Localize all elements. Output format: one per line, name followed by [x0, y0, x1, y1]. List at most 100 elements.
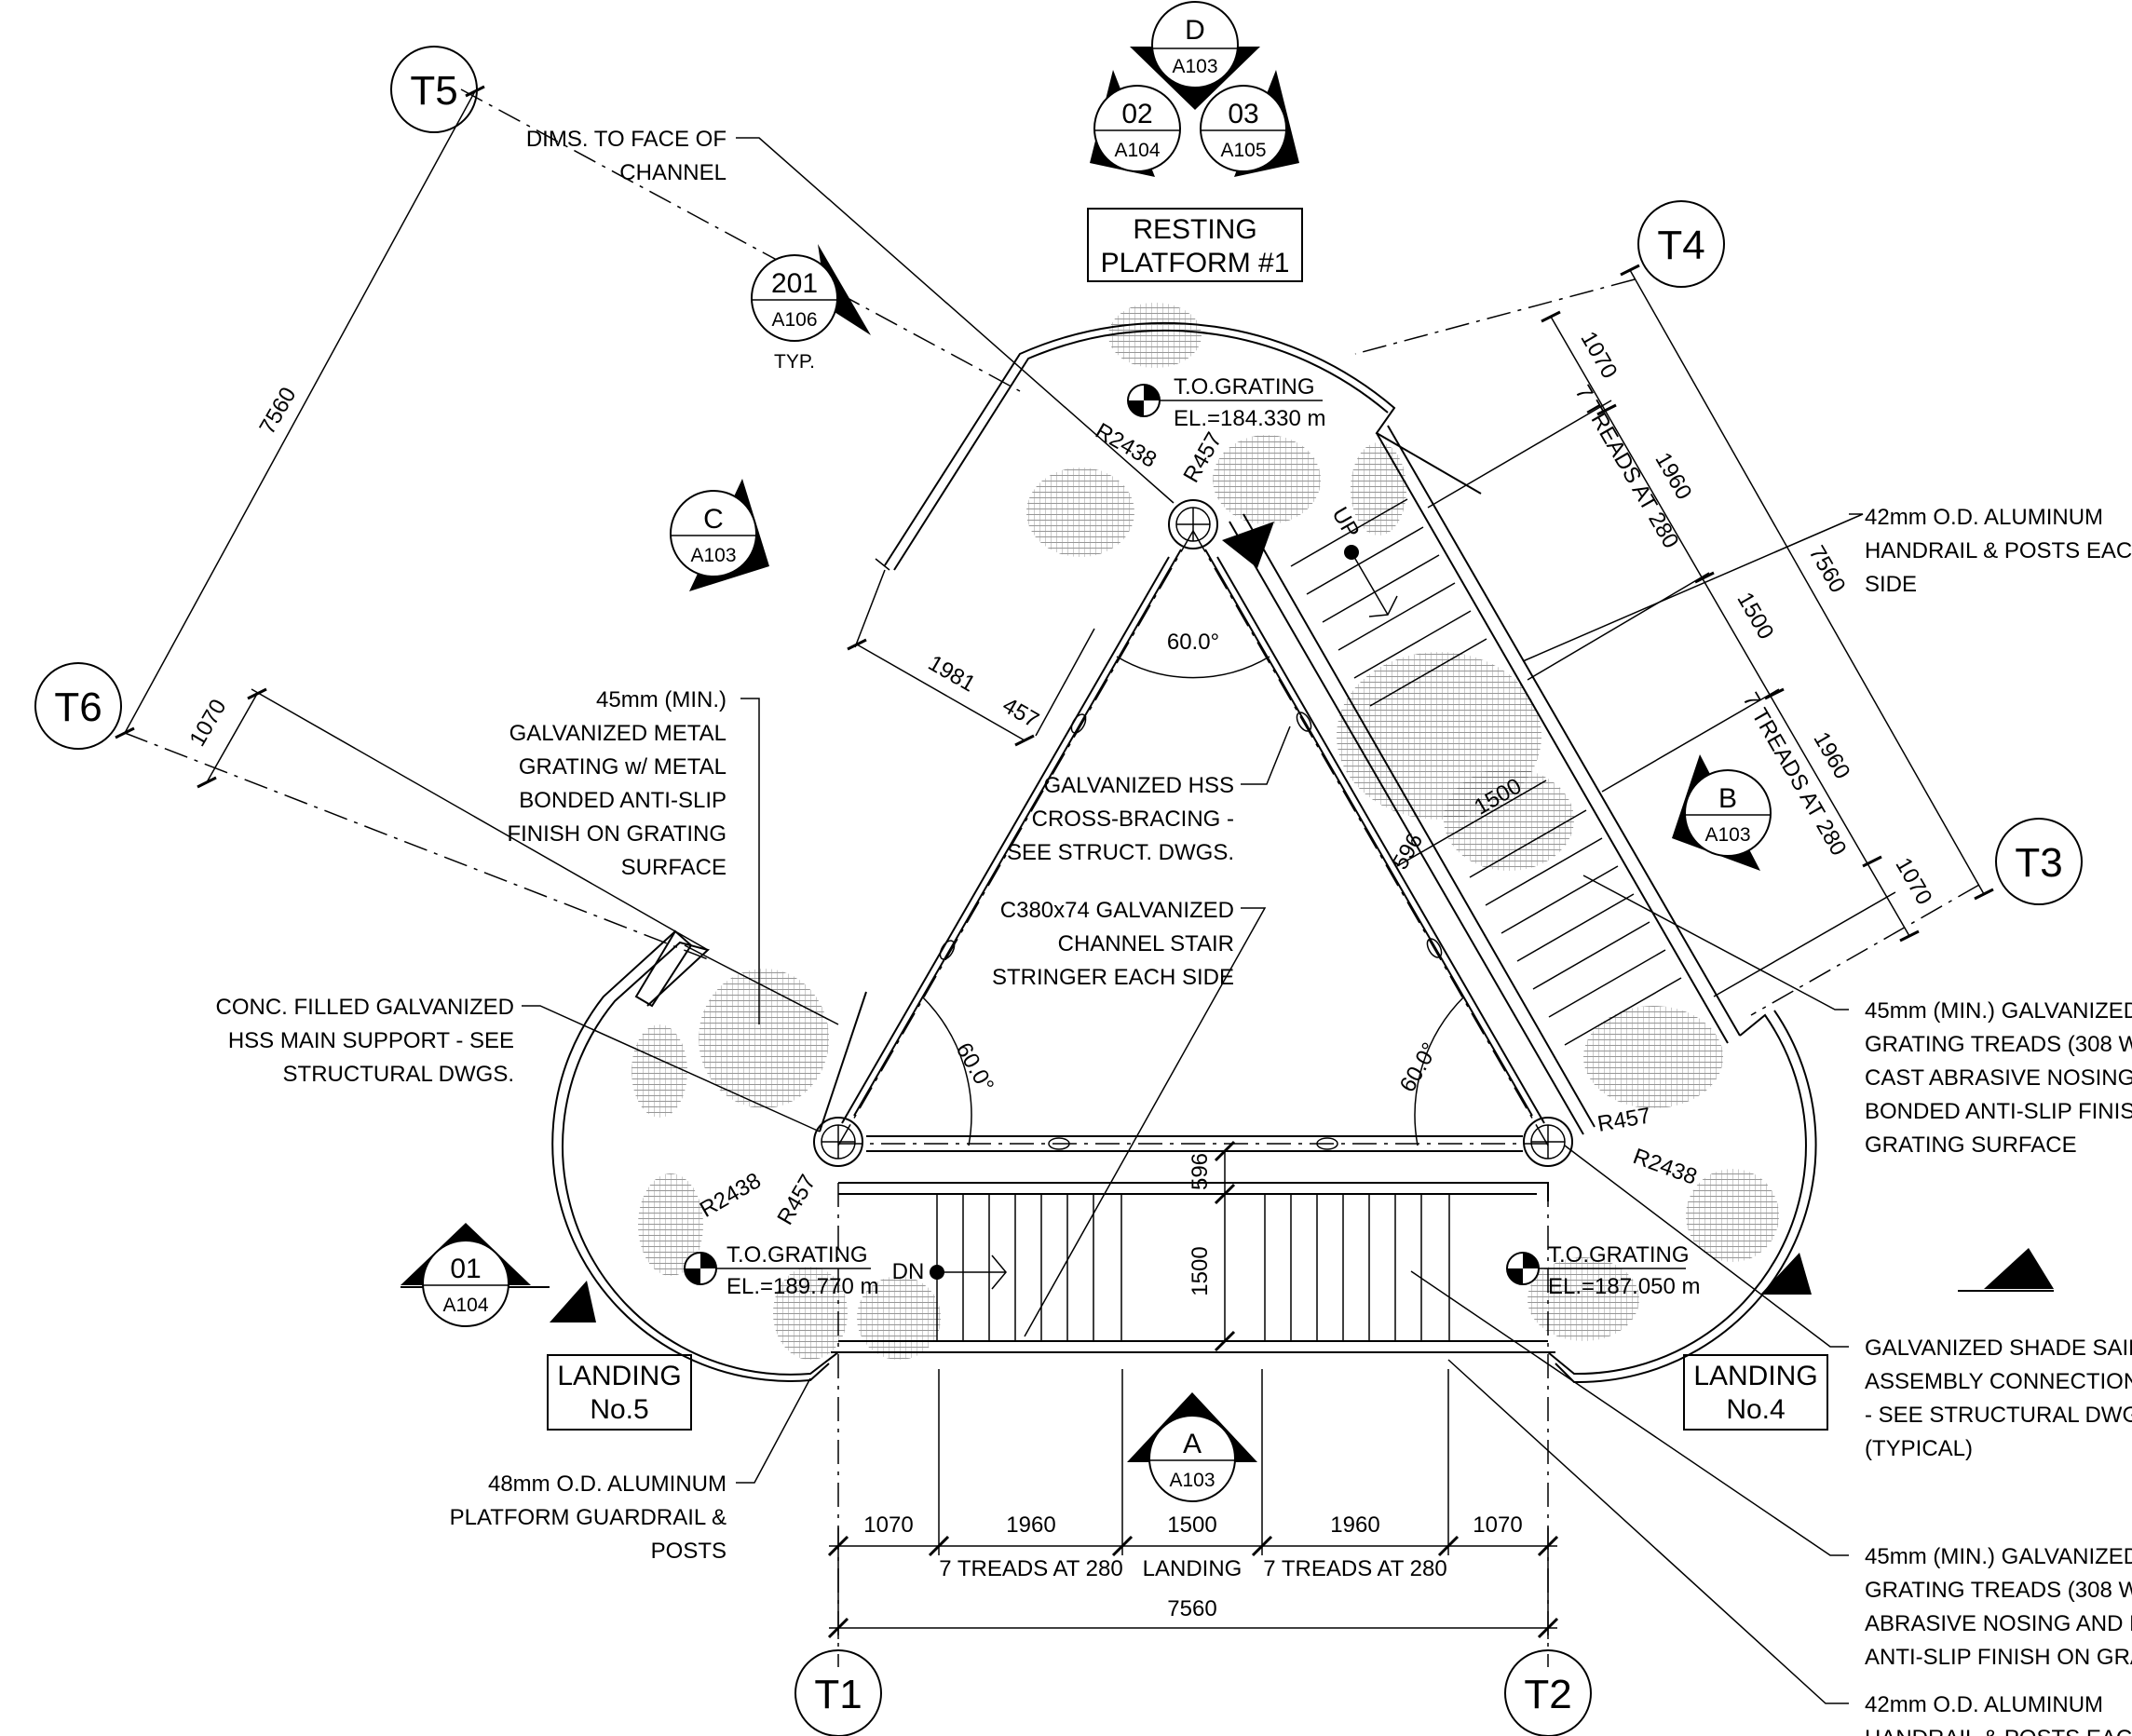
svg-text:01: 01 [450, 1254, 481, 1284]
svg-text:R2438: R2438 [1091, 418, 1161, 473]
svg-text:EL.=187.050 m: EL.=187.050 m [1548, 1274, 1700, 1299]
section-marker-03: 03 A105 [1200, 70, 1299, 177]
hss-column-top [1168, 499, 1218, 549]
svg-text:1960: 1960 [1330, 1512, 1379, 1538]
svg-text:1070: 1070 [1890, 853, 1936, 909]
svg-text:LANDING: LANDING [1693, 1361, 1817, 1391]
svg-text:42mm O.D. ALUMINUM: 42mm O.D. ALUMINUM [1865, 505, 2103, 530]
elevation-tag-top: T.O.GRATING EL.=184.330 m [1127, 374, 1325, 431]
svg-text:FINISH ON GRATING: FINISH ON GRATING [507, 821, 727, 847]
svg-text:A103: A103 [690, 545, 736, 566]
note-channel-stringer: C380x74 GALVANIZED CHANNEL STAIR STRINGE… [992, 898, 1234, 990]
svg-text:1070: 1070 [1473, 1512, 1522, 1538]
elevation-tag-right: T.O.GRATING EL.=187.050 m [1506, 1242, 1700, 1299]
svg-text:7 TREADS AT 280: 7 TREADS AT 280 [939, 1556, 1122, 1581]
landing-5-label-box: LANDING No.5 [547, 1354, 692, 1431]
grid-bubble-t2: T2 [1504, 1649, 1592, 1736]
section-marker-a: A A103 [1127, 1392, 1257, 1502]
direction-arrows [930, 545, 1398, 1290]
svg-text:GRATING SURFACE: GRATING SURFACE [1865, 1132, 2077, 1158]
leader-lines [522, 137, 1864, 1704]
svg-text:1070: 1070 [1575, 327, 1622, 383]
svg-text:CAST ABRASIVE NOSING AN: CAST ABRASIVE NOSING AN [1865, 1065, 2132, 1091]
grid-bubble-t4: T4 [1637, 200, 1725, 288]
svg-text:D: D [1185, 15, 1205, 46]
svg-text:42mm O.D. ALUMINUM: 42mm O.D. ALUMINUM [1865, 1692, 2103, 1717]
svg-text:1981: 1981 [924, 650, 980, 697]
stair-run-right [1229, 425, 1741, 1135]
section-marker-c: C A103 [670, 479, 769, 591]
svg-text:201: 201 [771, 268, 818, 299]
svg-text:CROSS-BRACING -: CROSS-BRACING - [1032, 807, 1234, 832]
note-grating-45mm: 45mm (MIN.) GALVANIZED METAL GRATING w/ … [507, 687, 727, 880]
note-dims-to-face: DIMS. TO FACE OF CHANNEL [526, 127, 727, 185]
svg-text:T2: T2 [1524, 1672, 1571, 1717]
svg-text:GRATING w/ METAL: GRATING w/ METAL [519, 754, 727, 780]
svg-text:C: C [703, 504, 724, 535]
svg-text:LANDING: LANDING [557, 1361, 681, 1391]
svg-text:1960: 1960 [1808, 727, 1854, 783]
svg-text:457: 457 [998, 693, 1043, 733]
svg-text:RESTING: RESTING [1133, 214, 1256, 245]
hss-triangle-frame [837, 530, 1549, 1152]
svg-text:SURFACE: SURFACE [621, 855, 727, 880]
svg-text:1960: 1960 [1006, 1512, 1055, 1538]
svg-text:T.O.GRATING: T.O.GRATING [1548, 1242, 1690, 1268]
resting-platform-outline [875, 321, 1482, 571]
svg-text:No.4: No.4 [1726, 1394, 1785, 1425]
svg-text:60.0°: 60.0° [951, 1038, 999, 1096]
svg-text:B: B [1718, 783, 1737, 814]
svg-text:CHANNEL: CHANNEL [619, 160, 727, 185]
svg-text:STRUCTURAL DWGS.: STRUCTURAL DWGS. [283, 1062, 514, 1087]
note-shade-sail: GALVANIZED SHADE SAIL ASSEMBLY CONNECTIO… [1865, 1336, 2132, 1461]
note-handrail-bottom: 42mm O.D. ALUMINUM HANDRAIL & POSTS EACH [1865, 1692, 2132, 1736]
svg-text:7560: 7560 [1167, 1596, 1216, 1621]
svg-text:596: 596 [1388, 829, 1428, 874]
svg-text:03: 03 [1228, 99, 1258, 129]
note-handrail-top: 42mm O.D. ALUMINUM HANDRAIL & POSTS EACH… [1865, 505, 2132, 597]
svg-text:ASSEMBLY CONNECTION EYE: ASSEMBLY CONNECTION EYE [1865, 1369, 2132, 1394]
svg-text:R457: R457 [1596, 1103, 1652, 1137]
svg-text:GALVANIZED SHADE SAIL: GALVANIZED SHADE SAIL [1865, 1336, 2132, 1361]
svg-text:PLATFORM GUARDRAIL &: PLATFORM GUARDRAIL & [450, 1505, 727, 1530]
grid-bubble-t1: T1 [794, 1649, 882, 1736]
svg-text:R2438: R2438 [696, 1168, 766, 1223]
svg-text:CONC. FILLED GALVANIZED: CONC. FILLED GALVANIZED [215, 995, 514, 1020]
resting-platform-label-box: RESTING PLATFORM #1 [1087, 208, 1303, 282]
svg-text:LANDING: LANDING [1143, 1556, 1243, 1581]
svg-text:HANDRAIL & POSTS EACH: HANDRAIL & POSTS EACH [1865, 538, 2132, 563]
section-marker-01: 01 A104 [401, 1223, 550, 1327]
svg-text:A104: A104 [1114, 140, 1160, 161]
svg-text:A104: A104 [442, 1295, 488, 1316]
svg-text:R2438: R2438 [1630, 1144, 1701, 1190]
svg-text:A103: A103 [1172, 56, 1217, 77]
landing-4-label-box: LANDING No.4 [1683, 1354, 1828, 1431]
hss-column-right [1523, 1117, 1573, 1167]
svg-text:ABRASIVE NOSING AND MET: ABRASIVE NOSING AND MET [1865, 1611, 2132, 1636]
svg-text:EL.=184.330 m: EL.=184.330 m [1174, 406, 1325, 431]
svg-text:CHANNEL STAIR: CHANNEL STAIR [1058, 931, 1234, 956]
svg-text:60.0°: 60.0° [1395, 1038, 1444, 1096]
svg-text:A103: A103 [1169, 1470, 1215, 1491]
elevation-tag-left: T.O.GRATING EL.=189.770 m [684, 1242, 878, 1299]
svg-text:STRINGER EACH SIDE: STRINGER EACH SIDE [992, 965, 1234, 990]
landing-5-outline [551, 929, 867, 1382]
svg-text:HSS MAIN SUPPORT - SEE: HSS MAIN SUPPORT - SEE [228, 1028, 514, 1053]
svg-text:A: A [1183, 1429, 1202, 1459]
svg-text:R457: R457 [772, 1171, 821, 1229]
svg-text:45mm (MIN.) GALVANIZED M: 45mm (MIN.) GALVANIZED M [1865, 1544, 2132, 1569]
grid-bubble-t3: T3 [1995, 818, 2083, 905]
svg-text:A105: A105 [1220, 140, 1266, 161]
svg-text:BONDED ANTI-SLIP FINISH O: BONDED ANTI-SLIP FINISH O [1865, 1099, 2132, 1124]
grating-hatch-patches [631, 303, 1779, 1360]
note-treads-bottom: 45mm (MIN.) GALVANIZED M GRATING TREADS … [1865, 1544, 2132, 1670]
svg-text:02: 02 [1121, 99, 1152, 129]
bottom-dimension-texts: 1070 1960 1500 1960 1070 7 TREADS AT 280… [863, 1512, 1522, 1621]
note-treads-right: 45mm (MIN.) GALVANIZED M GRATING TREADS … [1865, 998, 2132, 1158]
svg-text:(TYPICAL): (TYPICAL) [1865, 1436, 1973, 1461]
hss-column-left [813, 1117, 863, 1167]
svg-text:T1: T1 [814, 1672, 862, 1717]
angle-arcs [921, 656, 1465, 1146]
note-hss-cross-bracing: GALVANIZED HSS CROSS-BRACING - SEE STRUC… [1007, 773, 1234, 865]
